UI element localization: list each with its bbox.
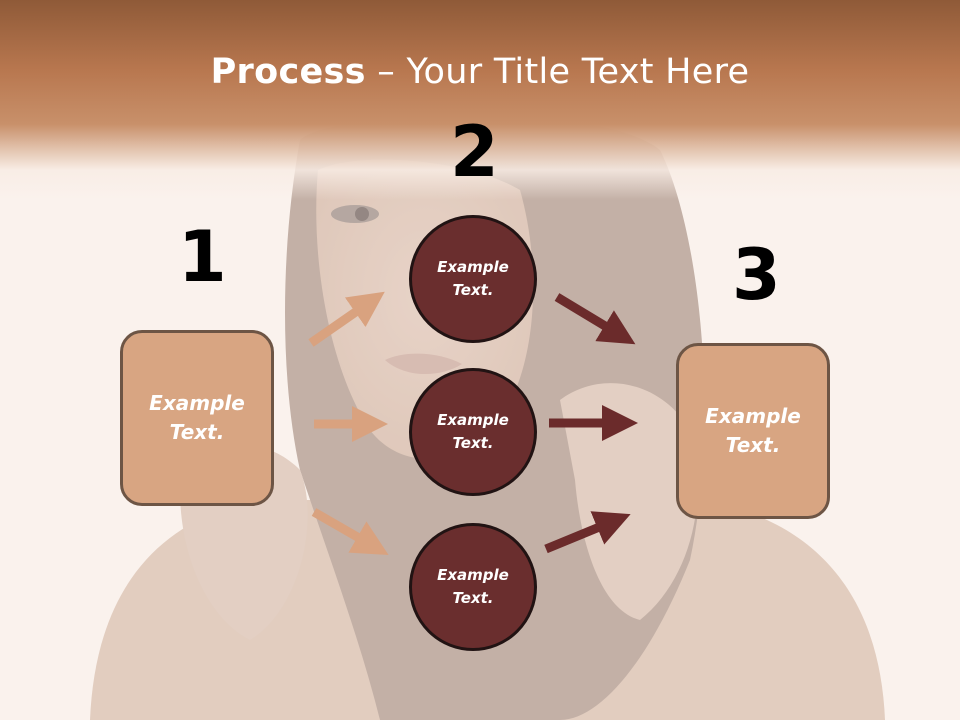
circle-top-text: Example Text. (437, 258, 509, 299)
arrow-top-to-right (554, 293, 636, 345)
circle-middle-text: Example Text. (437, 411, 509, 452)
circle-middle: Example Text. (409, 368, 537, 496)
circle-bottom-text: Example Text. (437, 566, 509, 607)
left-box-text: Example Text. (149, 391, 245, 444)
right-box: Example Text. (676, 343, 830, 519)
arrow-left-to-top (308, 291, 385, 347)
right-box-text: Example Text. (705, 404, 801, 457)
step-number-3: 3 (732, 234, 781, 316)
left-box: Example Text. (120, 330, 274, 506)
step-number-2: 2 (450, 111, 499, 193)
right-arrows (544, 293, 638, 554)
circle-bottom: Example Text. (409, 523, 537, 651)
slide-title: Process – Your Title Text Here (0, 52, 960, 92)
title-bold: Process (210, 52, 366, 92)
arrow-left-to-bottom (311, 508, 389, 555)
circle-top: Example Text. (409, 215, 537, 343)
left-arrows (308, 291, 389, 555)
step-number-1: 1 (178, 216, 227, 298)
title-rest: – Your Title Text Here (365, 52, 750, 92)
arrow-bottom-to-right (544, 511, 631, 554)
header-band (0, 0, 960, 200)
